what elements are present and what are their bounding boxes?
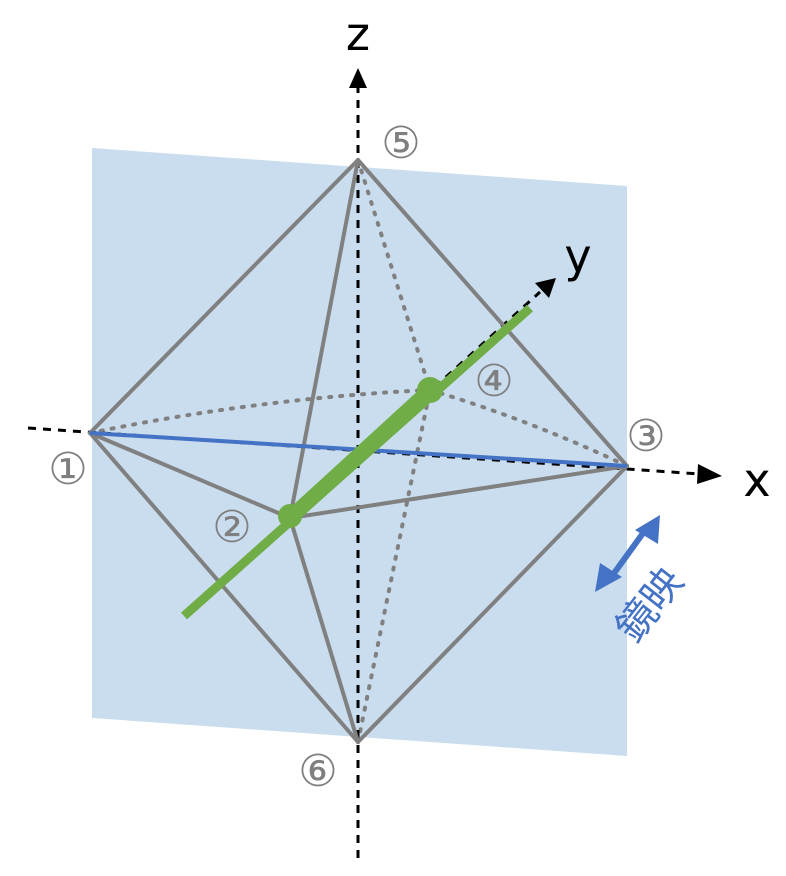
vertex-label-2: ② <box>212 502 251 553</box>
x-axis-arrowhead <box>697 464 722 484</box>
x-axis-label: x <box>743 453 770 507</box>
edge-2-3 <box>288 464 629 520</box>
hidden-edge-4-3 <box>428 388 629 468</box>
vertex-label-6: ⑥ <box>298 746 337 797</box>
edge-2-6 <box>288 516 360 744</box>
edge-1-2 <box>88 431 292 520</box>
vertex-label-1: ① <box>48 444 87 495</box>
c2-point-2 <box>278 504 302 528</box>
y-axis-label: y <box>564 229 591 283</box>
vertex-label-5: ⑤ <box>381 118 420 169</box>
edge-5-3 <box>356 158 629 468</box>
hidden-edge-6-4 <box>356 388 432 744</box>
edge-3-6 <box>356 464 629 744</box>
visible-edges <box>88 158 629 744</box>
c2-point-4 <box>417 377 443 403</box>
vertex-label-4: ④ <box>474 356 513 407</box>
edge-1-5 <box>88 158 360 435</box>
c2-axis-thick <box>282 382 438 526</box>
edge-1-6 <box>88 431 360 744</box>
hidden-edge-5-4 <box>356 158 432 392</box>
z-axis-arrowhead <box>349 68 367 88</box>
y-axis-arrowhead <box>535 278 556 298</box>
hidden-edge-1-4 <box>88 388 432 435</box>
vertex-label-3: ③ <box>626 411 665 462</box>
mirror-double-arrow-icon <box>595 515 660 592</box>
z-axis-label: z <box>346 7 370 61</box>
hidden-edges <box>88 158 629 744</box>
edge-5-2 <box>288 158 360 520</box>
